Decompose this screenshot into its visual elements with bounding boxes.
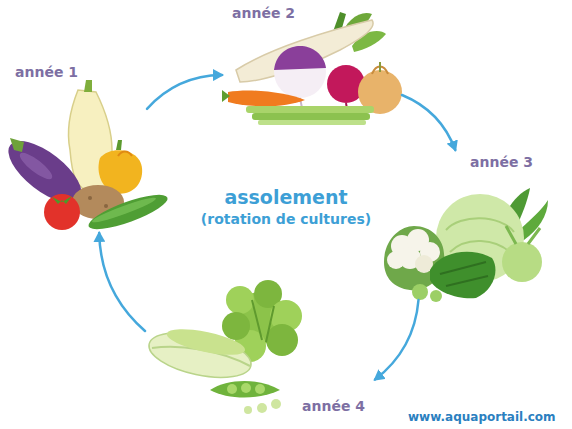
year-group: année 1 <box>2 58 147 233</box>
year-group: année 3 <box>380 150 555 300</box>
year-group: année 4 <box>145 290 375 418</box>
cycle-arrow <box>147 75 222 109</box>
year-label: année 1 <box>15 63 78 81</box>
year-group: année 2 <box>222 0 402 125</box>
cycle-arrow <box>99 233 145 331</box>
watermark: www.aquaportail.com <box>408 410 556 424</box>
cycle-arrow <box>375 300 419 380</box>
subtitle: (rotation de cultures) <box>166 211 406 227</box>
year-label: année 4 <box>302 397 365 415</box>
year-label: année 2 <box>232 4 295 22</box>
cycle-arrow <box>402 95 455 150</box>
diagram-title: assolement <box>166 185 406 209</box>
year3-vegetables <box>384 188 548 302</box>
year2-vegetables <box>222 12 402 125</box>
year-label: année 3 <box>470 153 533 171</box>
year4-vegetables <box>145 280 302 414</box>
year1-vegetables <box>0 80 171 236</box>
